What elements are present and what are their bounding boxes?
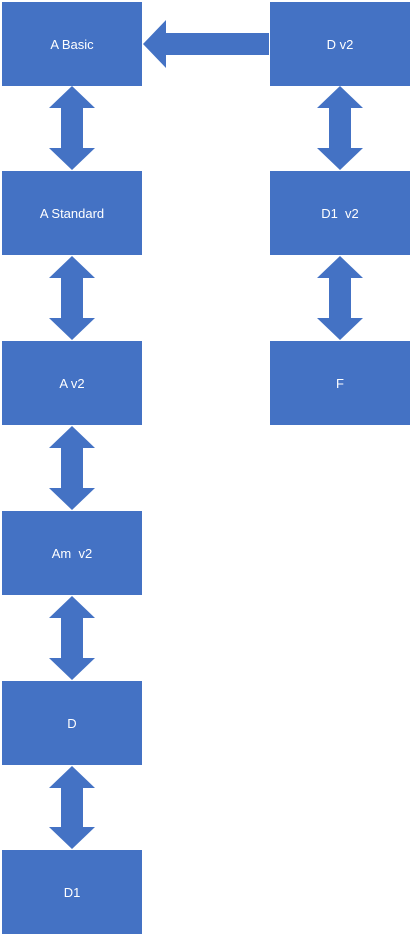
arrow-a-basic-a-standard [49,86,95,170]
node-label: A Basic [50,36,94,52]
node-a-basic[interactable]: A Basic [2,2,142,86]
node-d[interactable]: D [2,681,142,765]
node-d1[interactable]: D1 [2,850,142,934]
node-label: Am v2 [51,545,93,561]
arrow-d-d1 [49,766,95,849]
node-label: F [336,375,344,391]
node-label: D [67,715,77,731]
arrow-d-v2-a-basic [143,20,269,68]
node-a-standard[interactable]: A Standard [2,171,142,255]
node-label: A v2 [59,375,85,391]
node-f[interactable]: F [270,341,410,425]
node-label: D v2 [326,36,354,52]
node-am-v2[interactable]: Am v2 [2,511,142,595]
node-label: A Standard [39,205,105,221]
node-d-v2[interactable]: D v2 [270,2,410,86]
node-label: D1 [63,884,81,900]
arrow-d1-v2-f [317,256,363,340]
arrow-am-v2-d [49,596,95,680]
arrow-a-standard-a-v2 [49,256,95,340]
arrow-a-v2-am-v2 [49,426,95,510]
arrow-d-v2-d1-v2 [317,86,363,170]
node-d1-v2[interactable]: D1 v2 [270,171,410,255]
node-a-v2[interactable]: A v2 [2,341,142,425]
node-label: D1 v2 [321,205,359,221]
